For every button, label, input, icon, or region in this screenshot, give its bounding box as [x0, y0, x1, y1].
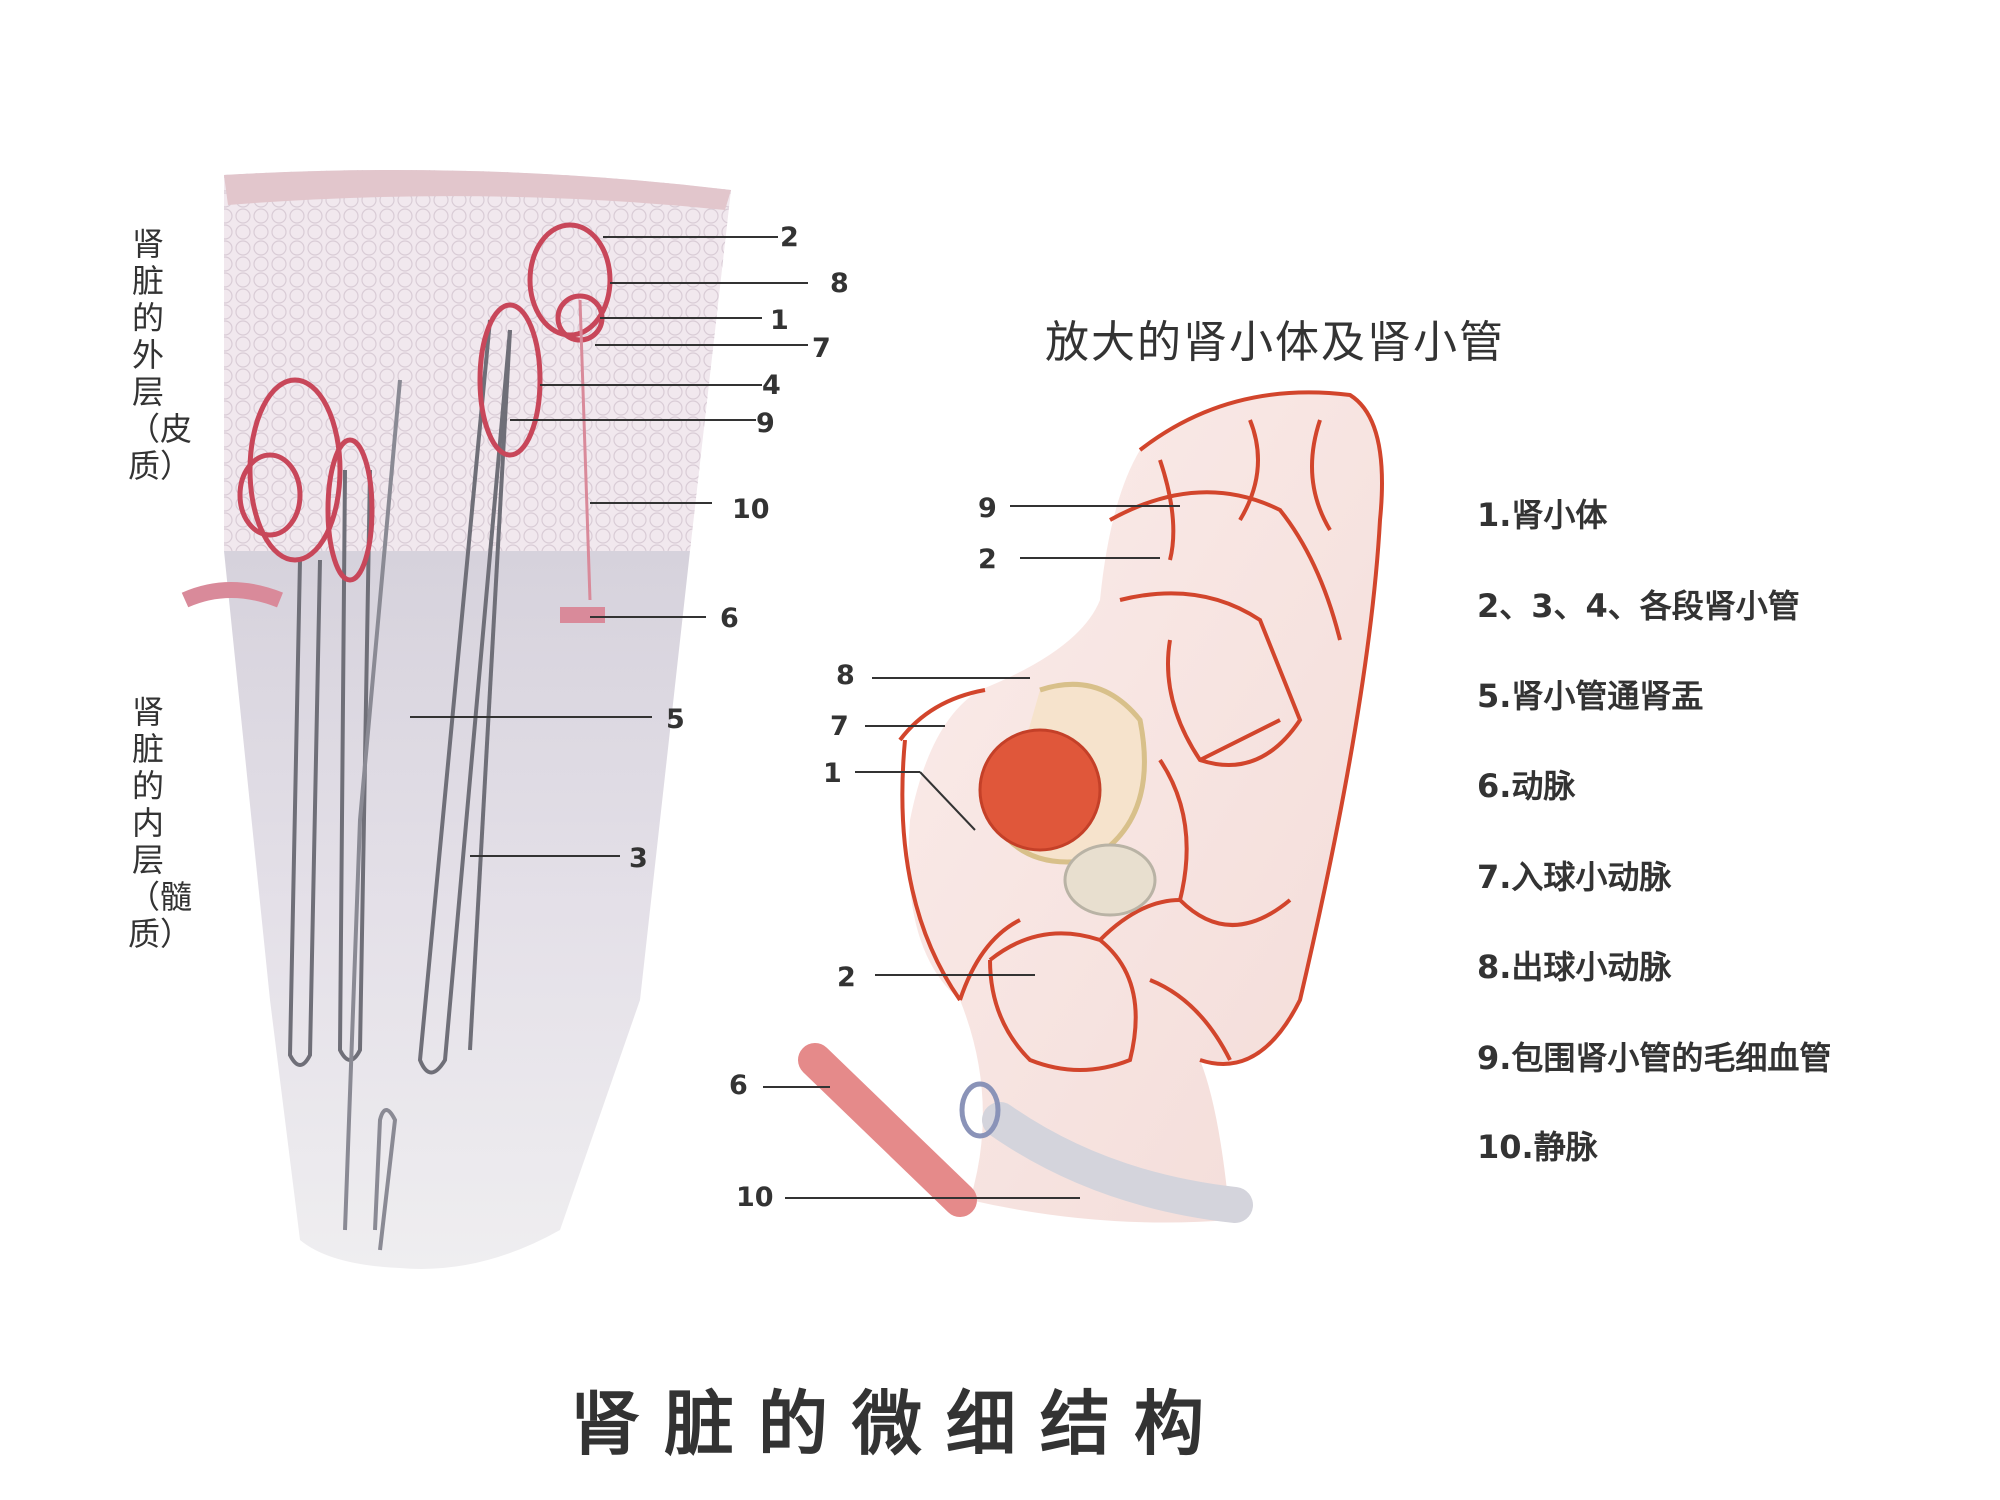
left-callout-5: 5: [666, 704, 685, 735]
left-callout-2: 2: [780, 222, 799, 253]
right-callout-6: 6: [729, 1070, 748, 1101]
artery-left: [181, 582, 283, 608]
left-callout-lines: [410, 236, 808, 857]
glomerulus: [978, 728, 1102, 852]
capillary-coils: [237, 222, 613, 583]
left-callout-1: 1: [770, 305, 789, 336]
legend-item-9: 9.包围肾小管的毛细血管: [1477, 1039, 1832, 1077]
right-callout-8: 8: [836, 660, 855, 691]
page-title: 肾脏的微细结构: [570, 1383, 1228, 1465]
right-callout-2b: 2: [837, 962, 856, 993]
left-callout-10: 10: [732, 494, 770, 525]
right-callout-10: 10: [736, 1182, 774, 1213]
left-callout-4: 4: [762, 370, 781, 401]
vein-10: [982, 1102, 1253, 1223]
kidney-section-diagram: [181, 170, 731, 1269]
capsule: [224, 170, 731, 210]
outer-layer-label: 肾脏的外层（皮质）: [128, 225, 193, 485]
legend-item-10: 10.静脉: [1477, 1128, 1598, 1166]
vein-opening: [959, 1081, 1001, 1139]
right-callout-lines: [763, 505, 1180, 1199]
legend-item-2: 2、3、4、各段肾小管: [1477, 587, 1800, 625]
right-callout-7: 7: [830, 711, 849, 742]
legend-item-8: 8.出球小动脉: [1477, 948, 1672, 986]
tubule-body: [908, 392, 1382, 1223]
legend-item-6: 6.动脉: [1477, 767, 1576, 805]
right-callout-2: 2: [978, 544, 997, 575]
legend-item-1: 1.肾小体: [1477, 496, 1608, 534]
legend-item-5: 5.肾小管通肾盂: [1477, 677, 1704, 715]
left-callout-9: 9: [756, 408, 775, 439]
inner-layer-label: 肾脏的内层（髓质）: [128, 693, 193, 953]
left-callout-3: 3: [629, 843, 648, 874]
right-callout-9: 9: [978, 493, 997, 524]
left-callout-7: 7: [812, 333, 831, 364]
right-diagram-title: 放大的肾小体及肾小管: [1045, 317, 1505, 368]
right-callout-1: 1: [823, 758, 842, 789]
legend-item-7: 7.入球小动脉: [1477, 858, 1672, 896]
left-callout-6: 6: [720, 603, 739, 634]
left-callout-8: 8: [830, 268, 849, 299]
tubule-loops: [287, 319, 512, 1251]
renal-corpuscle-diagram: [798, 390, 1384, 1223]
artery-6: [798, 1043, 977, 1217]
